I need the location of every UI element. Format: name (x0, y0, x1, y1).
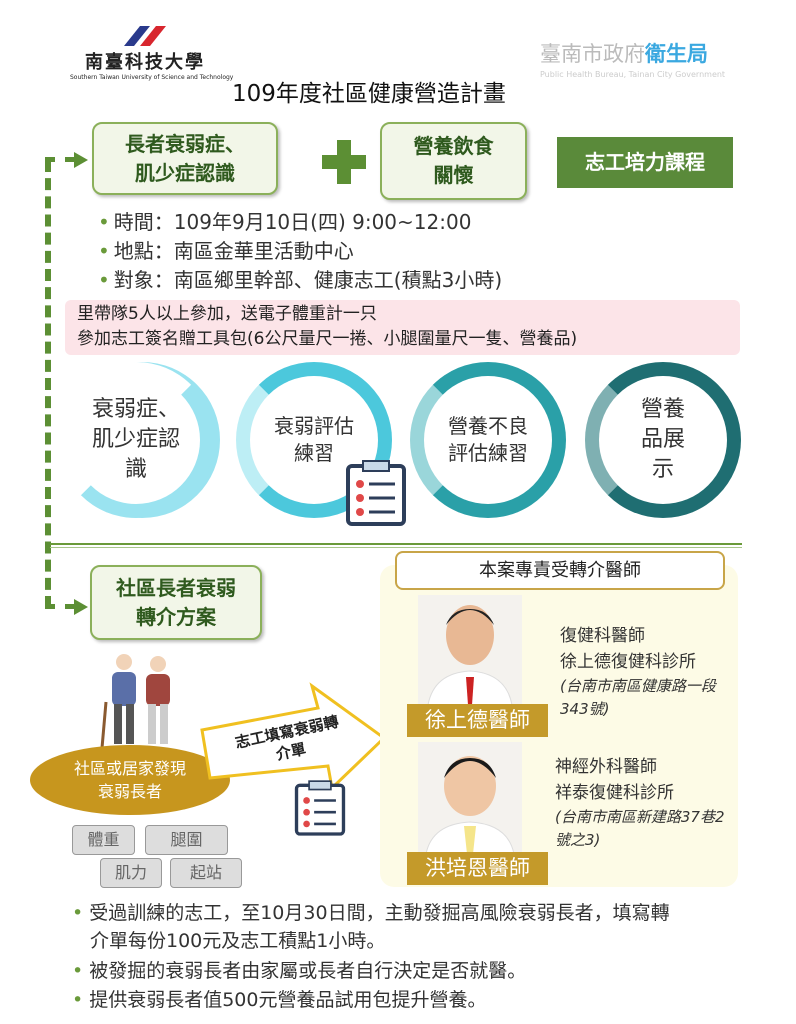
discover-ellipse: 社區或居家發現衰弱長者 (30, 745, 230, 815)
detail-audience: 對象：南區鄉里幹部、健康志工(積點3小時) (98, 264, 502, 293)
arrow-right-icon (74, 599, 88, 615)
measure-weight: 體重 (72, 825, 135, 855)
step-2: 衰弱評估練習 (236, 362, 392, 518)
clipboard-icon (294, 780, 346, 836)
topic-nutrition: 營養飲食關懷 (380, 122, 527, 200)
detail-time: 時間：109年9月10日(四) 9:00~12:00 (98, 206, 472, 235)
connector-top (45, 157, 75, 162)
notice-band: 里帶隊5人以上參加，送電子體重計一只 參加志工簽名贈工具包(6公尺量尺一捲、小腿… (65, 300, 740, 355)
doctors-header: 本案專責受轉介醫師 (395, 551, 725, 590)
page-title: 109年度社區健康營造計畫 (232, 81, 506, 107)
doctor-name: 洪培恩醫師 (407, 852, 548, 885)
doctor-name: 徐上德醫師 (407, 704, 548, 737)
topic-frailty: 長者衰弱症、肌少症認識 (92, 122, 278, 195)
doctor-photo (418, 595, 522, 706)
measure-stand: 起站 (170, 858, 242, 888)
agency-logo: 臺南市政府衛生局 Public Health Bureau, Tainan Ci… (540, 42, 726, 79)
doctor-info: 復健科醫師 徐上德復健科診所 (台南市南區健康路一段343號) (560, 626, 716, 718)
school-logo: 南臺科技大學 Southern Taiwan University of Sci… (70, 22, 233, 92)
arrow-right-icon (74, 152, 88, 168)
doctor-info: 神經外科醫師 祥泰復健科診所 (台南市南區新建路37巷2號之3) (555, 757, 725, 849)
footer-note: 受過訓練的志工，至10月30日間，主動發掘高風險衰弱長者，填寫轉介單每份100元… (72, 900, 672, 955)
step-3: 營養不良評估練習 (410, 362, 566, 518)
measure-calf: 腿圍 (145, 825, 228, 855)
referral-arrow (200, 682, 387, 792)
divider (50, 543, 742, 548)
footer-note: 提供衰弱長者值500元營養品試用包提升營養。 (72, 987, 486, 1015)
doctor-photo (418, 742, 522, 855)
detail-location: 地點：南區金華里活動中心 (98, 235, 354, 264)
measure-strength: 肌力 (100, 858, 162, 888)
plus-icon (322, 140, 366, 184)
dashed-connector (45, 160, 51, 608)
step-1: 衰弱症、肌少症認識 (58, 362, 214, 518)
course-badge: 志工培力課程 (557, 137, 733, 188)
clipboard-icon (346, 460, 406, 526)
elderly-couple-illustration (100, 654, 170, 749)
connector-bottom (45, 604, 75, 609)
step-4: 營養品展示 (585, 362, 741, 518)
footer-note: 被發掘的衰弱長者由家屬或長者自行決定是否就醫。 (72, 958, 526, 986)
referral-title: 社區長者衰弱轉介方案 (90, 565, 262, 640)
school-logo-icon (124, 26, 166, 46)
